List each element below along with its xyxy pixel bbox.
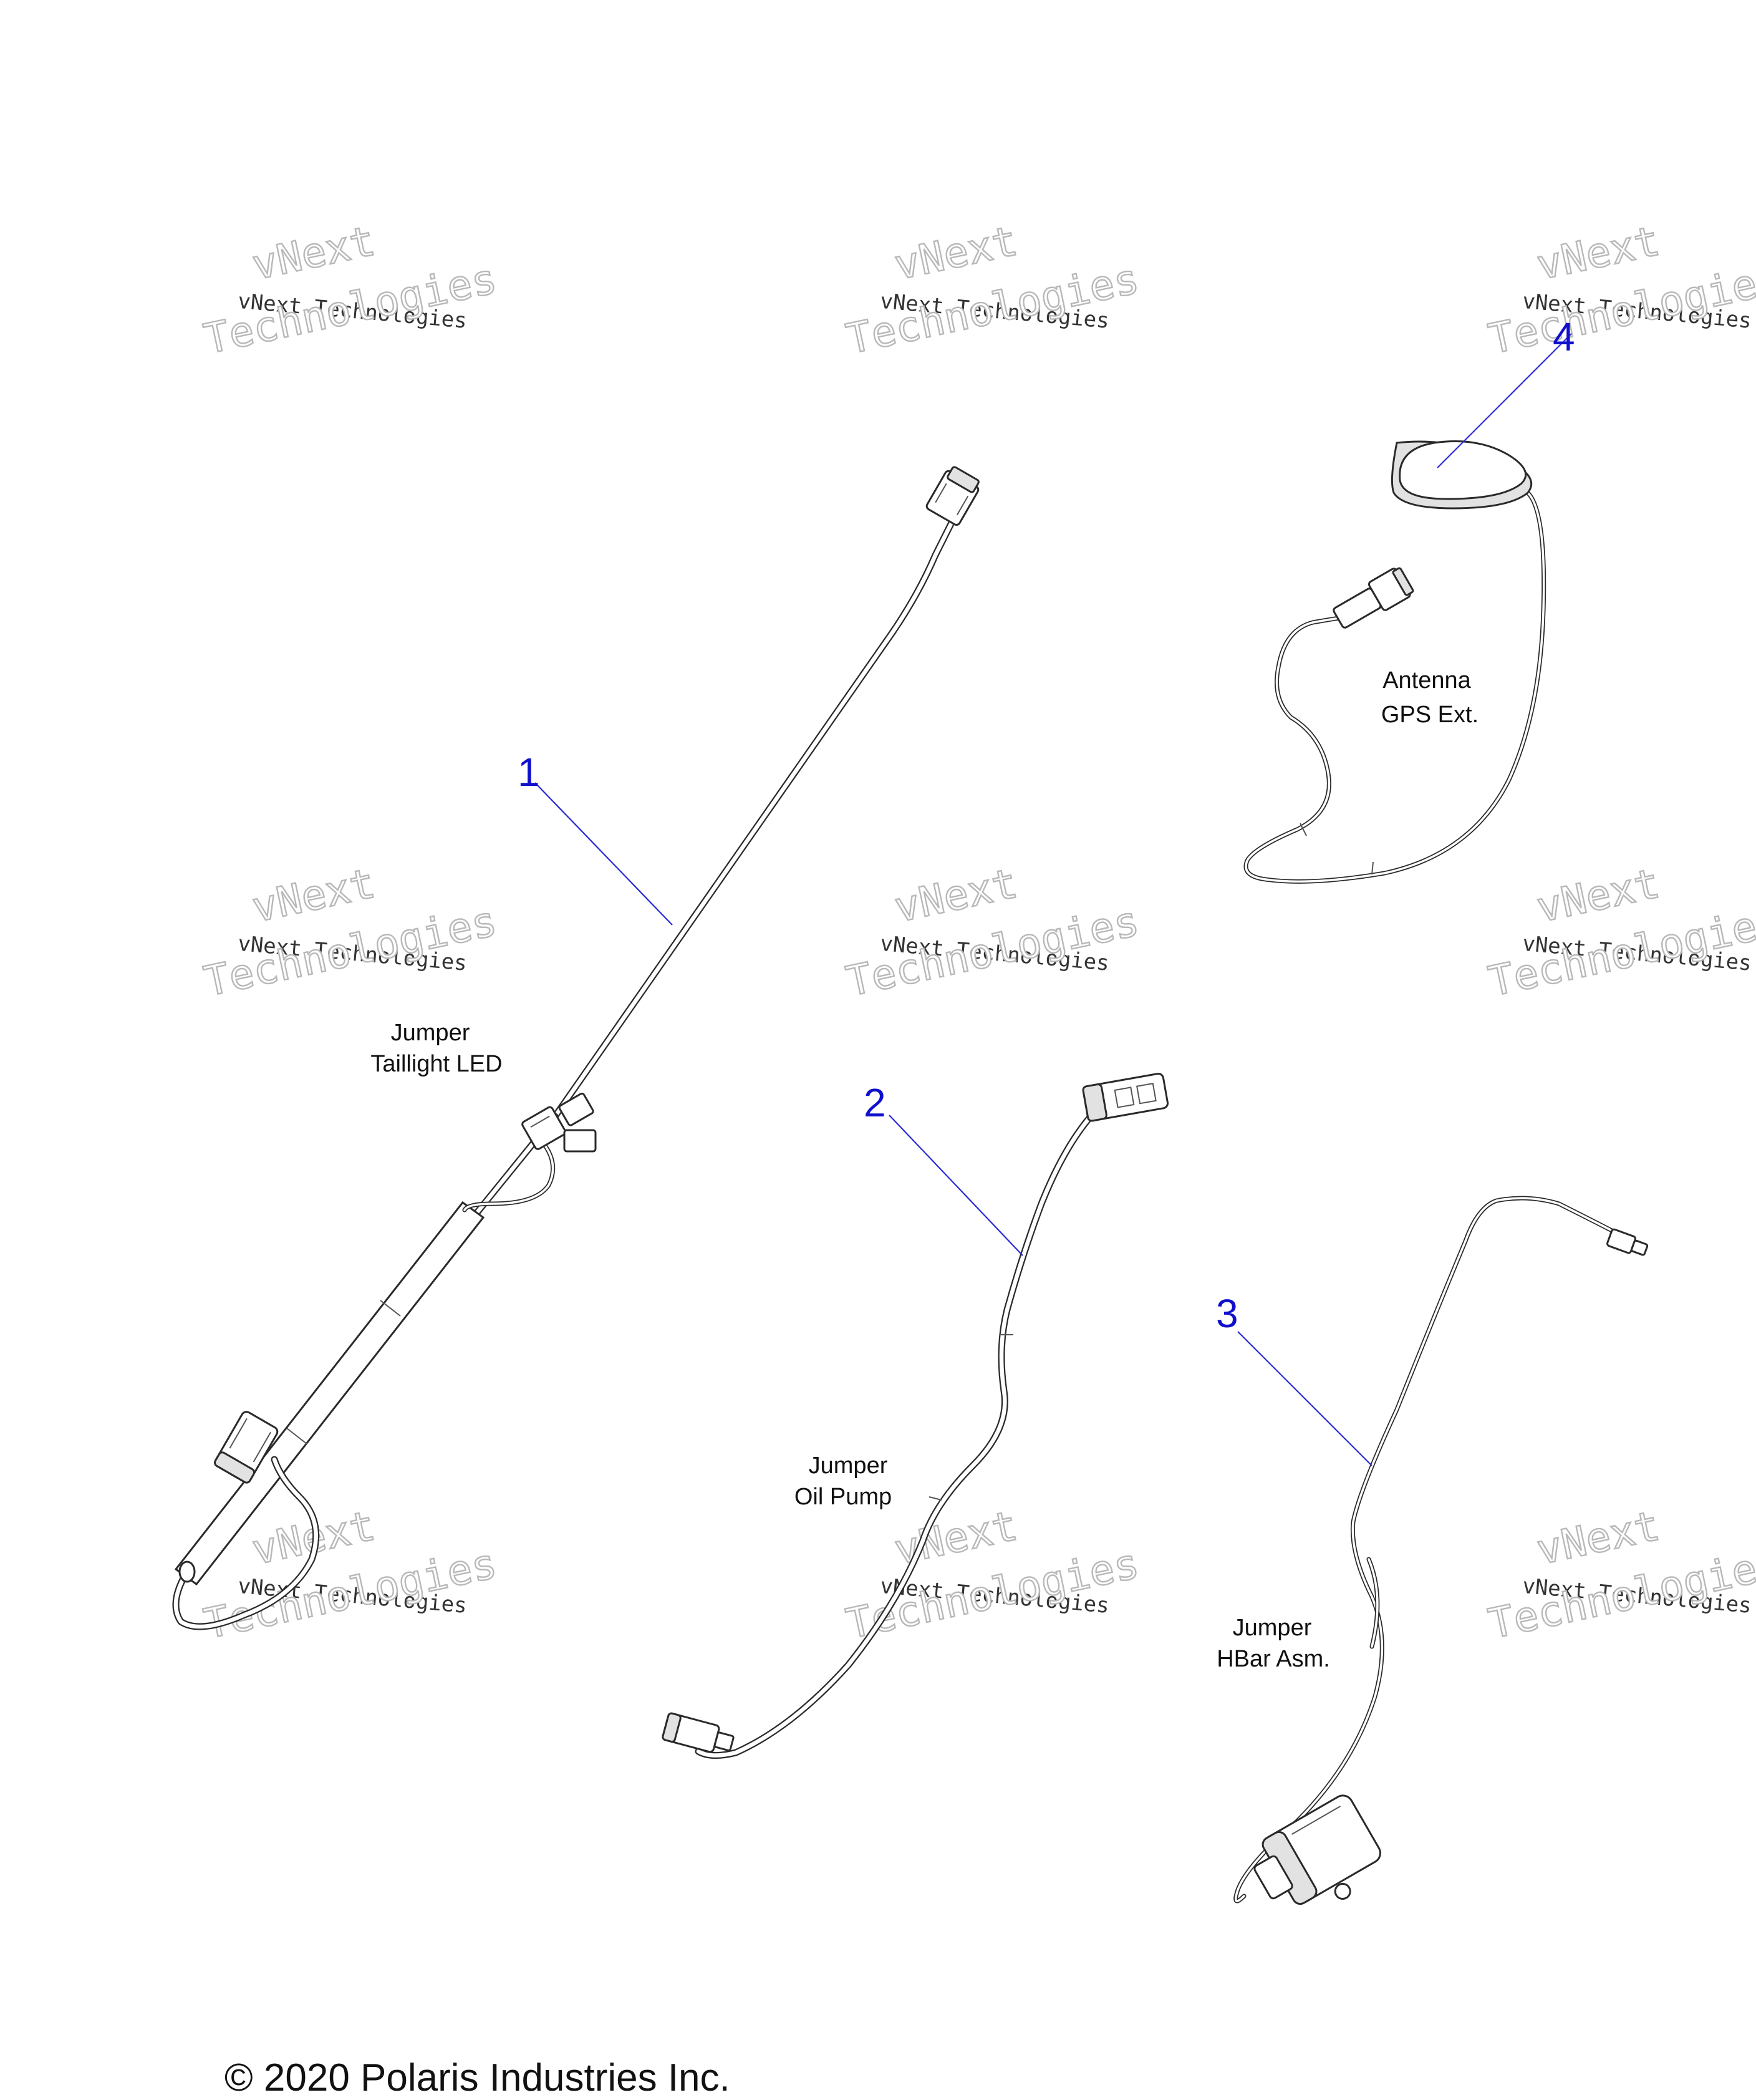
connector <box>1333 567 1414 629</box>
callout-leader-1 <box>534 782 673 926</box>
connector <box>925 466 980 526</box>
watermark-line3: Technologies <box>200 254 501 363</box>
watermark: vNext vNext Technologies Technologies <box>1483 1501 1756 1649</box>
connector <box>662 1712 735 1753</box>
watermark-line3: Technologies <box>842 254 1143 363</box>
watermark: vNext vNext Technologies Technologies <box>199 858 501 1007</box>
watermark-line1: vNext <box>248 859 379 932</box>
watermark: vNext vNext Technologies Technologies <box>841 858 1144 1007</box>
watermark-line1: vNext <box>248 216 379 289</box>
connector <box>563 1129 597 1153</box>
watermark-line3: Technologies <box>842 1539 1143 1648</box>
connector <box>1082 1073 1169 1122</box>
part-3-jumper-hbar-asm[interactable] <box>1233 1196 1649 1930</box>
antenna-puck <box>1391 440 1533 510</box>
watermark: vNext vNext Technologies Technologies <box>841 216 1144 364</box>
part-4-label-line1: Antenna <box>1382 667 1471 694</box>
part-4-antenna-gps-ext[interactable] <box>1243 440 1546 884</box>
watermark-line1: vNext <box>1533 859 1664 932</box>
part-4-label-line2: GPS Ext. <box>1381 702 1479 728</box>
watermark-line1: vNext <box>1533 216 1664 289</box>
part-1-label-line2: Taillight LED <box>370 1051 502 1077</box>
callout-number-3[interactable]: 3 <box>1216 1291 1238 1336</box>
part-2-label-line1: Jumper <box>809 1453 888 1479</box>
watermark: vNext vNext Technologies Technologies <box>199 216 501 364</box>
part-3-label-line1: Jumper <box>1233 1615 1312 1641</box>
part-2-jumper-oil-pump[interactable] <box>662 1073 1169 1759</box>
callout-number-4[interactable]: 4 <box>1553 314 1575 359</box>
watermark-line3: Technologies <box>200 897 501 1005</box>
callout-number-1[interactable]: 1 <box>518 750 540 795</box>
watermark-line1: vNext <box>890 216 1021 289</box>
switch-body <box>1253 1794 1381 1905</box>
watermark-line3: Technologies <box>842 897 1143 1005</box>
watermark: vNext vNext Technologies Technologies <box>1483 216 1756 364</box>
connector <box>178 1560 196 1583</box>
part-3-label-line2: HBar Asm. <box>1217 1646 1330 1672</box>
callout-leader-2 <box>889 1115 1023 1256</box>
watermark: vNext vNext Technologies Technologies <box>1483 858 1756 1007</box>
copyright-notice: © 2020 Polaris Industries Inc. <box>224 2056 730 2099</box>
part-1-label-line1: Jumper <box>391 1020 470 1046</box>
connector <box>213 1411 279 1484</box>
callout-leader-3 <box>1237 1331 1372 1466</box>
watermark-line3: Technologies <box>200 1539 501 1648</box>
part-2-label-line2: Oil Pump <box>794 1484 892 1510</box>
watermark-line1: vNext <box>890 859 1021 932</box>
part-1-jumper-taillight-led[interactable] <box>172 464 983 1630</box>
callout-leader-4 <box>1437 333 1572 468</box>
callout-number-2[interactable]: 2 <box>864 1080 886 1125</box>
connector <box>1606 1228 1649 1256</box>
watermarks: vNext vNext Technologies Technologies vN… <box>199 216 1756 1649</box>
connector <box>521 1092 594 1150</box>
watermark-line1: vNext <box>1533 1501 1664 1574</box>
